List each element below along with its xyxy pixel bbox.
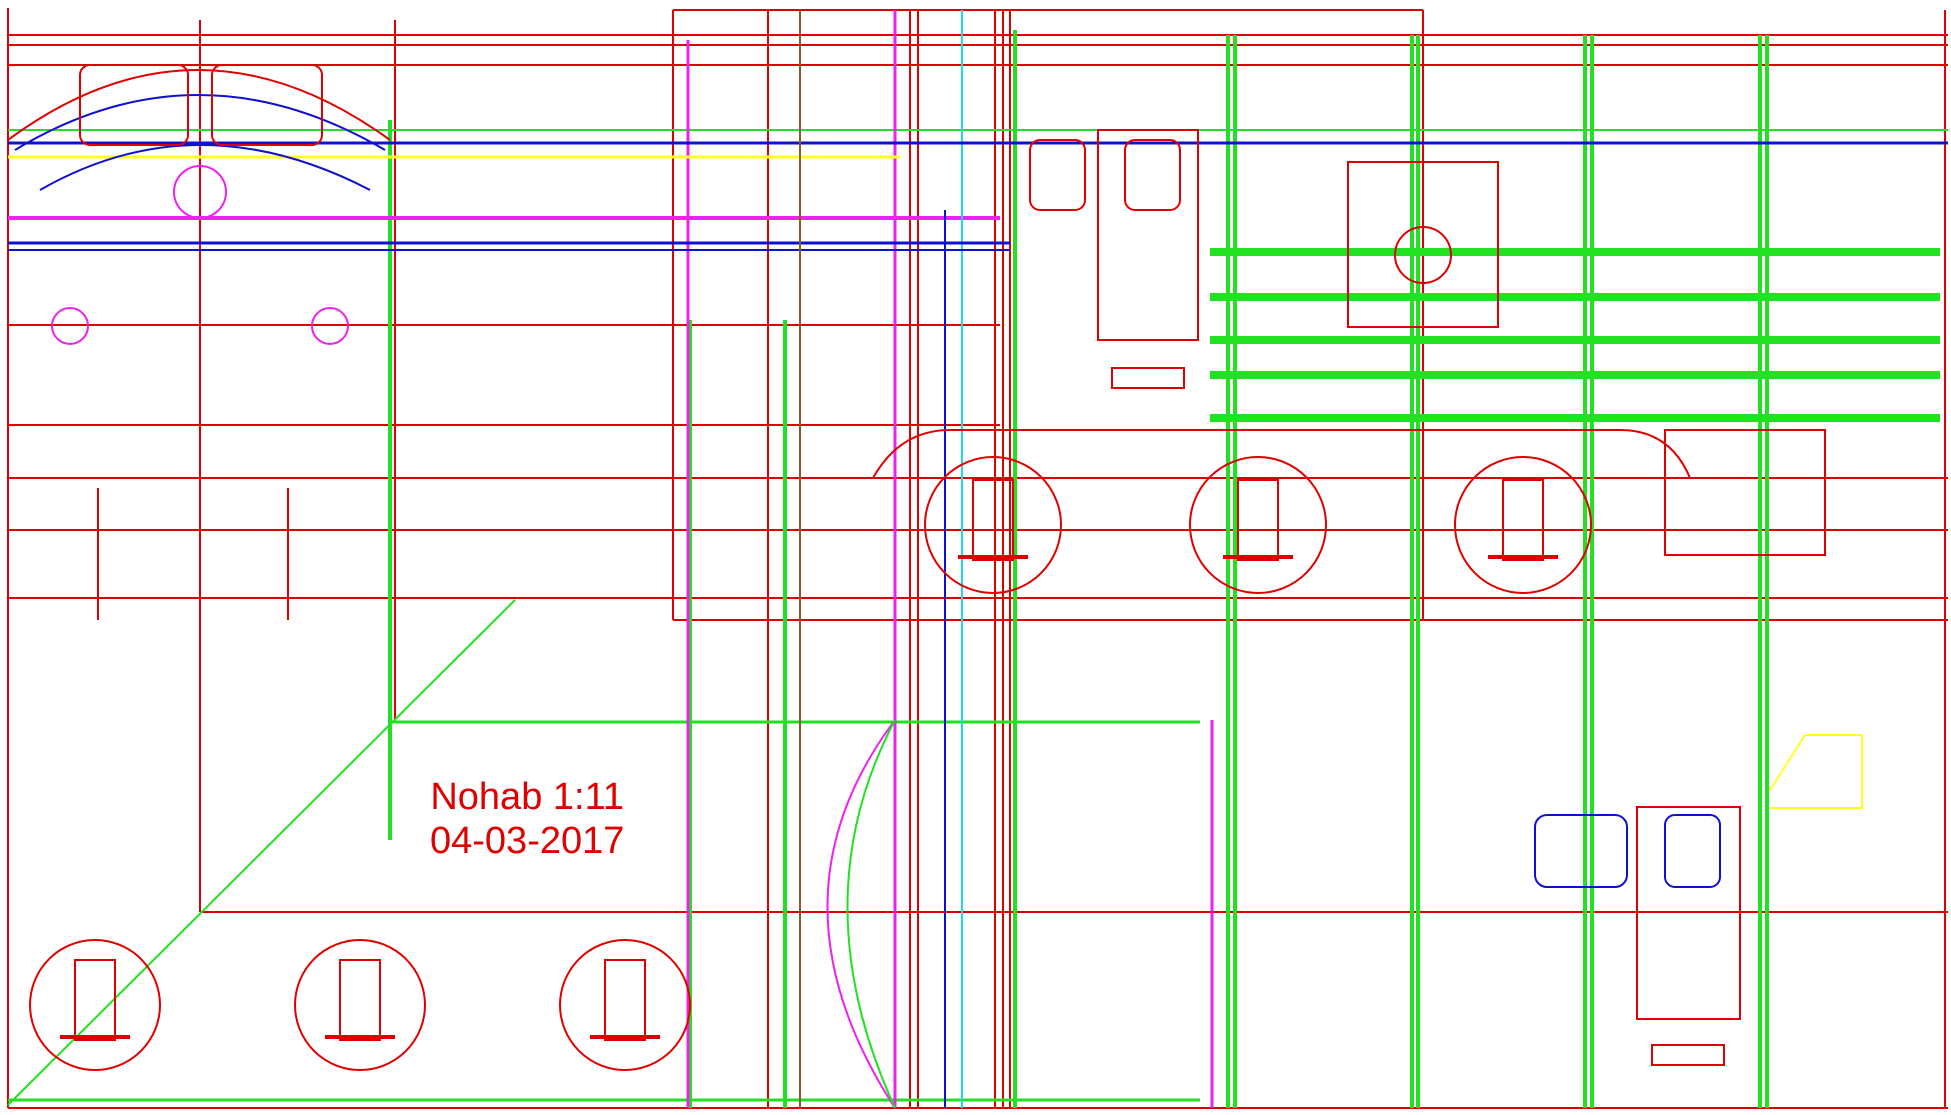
nose-curve-green <box>846 719 896 1109</box>
wheel-circle <box>1189 456 1327 594</box>
wheel-circle <box>559 939 691 1071</box>
detail-step <box>1651 1044 1725 1066</box>
fuel-tank <box>1664 429 1826 556</box>
step-plate <box>1111 367 1185 389</box>
green-construction-lines <box>7 30 1948 1108</box>
detail-window <box>1534 814 1628 888</box>
axle-box <box>604 959 646 1041</box>
side-window <box>1029 139 1086 211</box>
body-skirt-curve <box>872 429 1691 479</box>
detail-door <box>1636 806 1741 1020</box>
side-view-details <box>826 129 1863 1109</box>
roof-arc-blue-inner <box>39 144 371 191</box>
axle-box <box>972 479 1014 561</box>
side-window <box>1124 139 1181 211</box>
radiator-frame <box>1347 161 1499 328</box>
cab-window-right <box>211 64 323 146</box>
drawing-date: 04-03-2017 <box>430 820 625 862</box>
wheel-circle <box>29 939 161 1071</box>
roof-arc-blue-outer <box>14 94 386 151</box>
wheel-circle <box>1454 456 1592 594</box>
bogie-left <box>29 939 691 1071</box>
cab-door <box>1097 129 1199 341</box>
roof-arc-outer <box>7 69 391 141</box>
wheel-circle <box>294 939 426 1071</box>
axle-box <box>1237 479 1279 561</box>
wheel-circle <box>924 456 1062 594</box>
locomotive-front-view <box>7 64 391 345</box>
axle-box <box>1502 479 1544 561</box>
marker-light-left <box>51 307 89 345</box>
axle-box <box>339 959 381 1041</box>
marker-light-right <box>311 307 349 345</box>
fan-circle <box>1394 226 1452 284</box>
headlight-circle <box>173 165 227 219</box>
green-diagonal-line <box>7 599 516 1106</box>
bogie-right <box>924 456 1592 594</box>
drawing-title-block: Nohab 1:11 04-03-2017 <box>430 775 624 863</box>
axle-box <box>74 959 116 1041</box>
cab-window-left <box>79 64 189 146</box>
detail-window <box>1664 814 1721 888</box>
drawing-title: Nohab 1:11 <box>430 776 625 818</box>
accent-lines <box>8 10 1948 1108</box>
nose-curve-magenta <box>826 719 896 1109</box>
yellow-outline <box>1769 734 1863 809</box>
